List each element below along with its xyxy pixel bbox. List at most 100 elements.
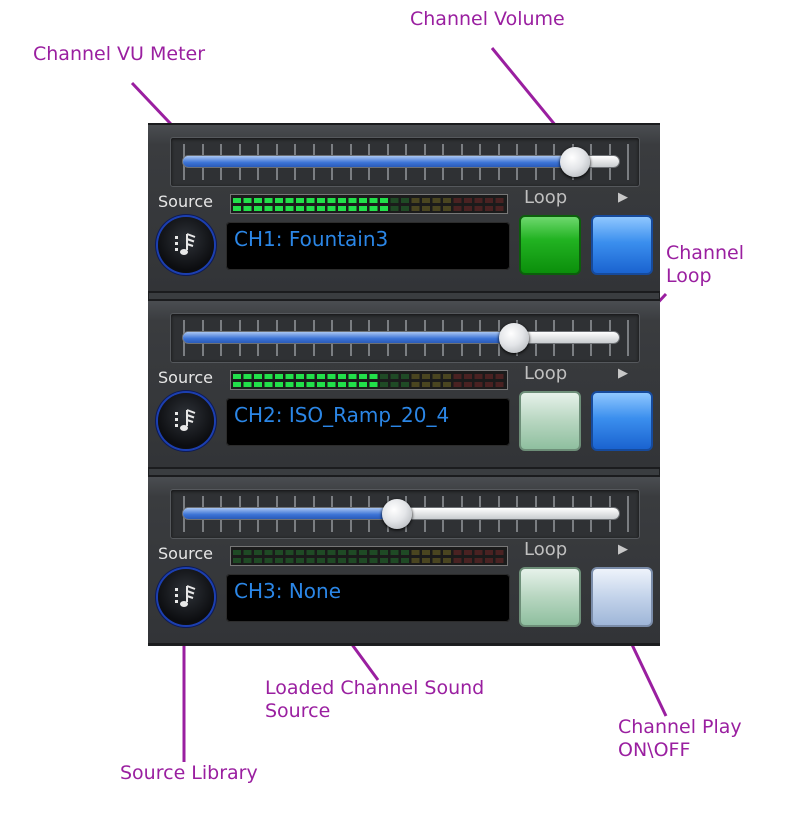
source-library-button[interactable] [158,217,214,273]
source-label: Source [158,192,213,211]
vu-segment [401,558,409,563]
vu-segment [327,198,336,203]
vu-segment [369,374,378,379]
vu-segment [285,198,294,203]
vu-segment [411,382,420,387]
vu-segment [348,198,357,203]
vu-segment [306,558,315,563]
volume-slider-3[interactable] [170,489,640,539]
vu-segment [285,558,294,563]
vu-segment [464,198,472,203]
vu-segment [296,198,304,203]
vu-segment [306,550,315,555]
vu-segment [453,198,462,203]
vu-segment [285,550,294,555]
vu-segment [369,198,378,203]
volume-knob[interactable] [499,323,530,353]
vu-segment [233,374,241,379]
vu-segment [285,374,294,379]
vu-segment [296,374,304,379]
vu-segment [495,198,504,203]
vu-segment [422,206,430,211]
vu-segment [338,558,346,563]
vu-segment [495,550,504,555]
vu-segment [422,550,430,555]
vu-segment [359,198,367,203]
vu-segment [411,374,420,379]
vu-segment [296,550,304,555]
vu-segment [401,382,409,387]
vu-segment [474,198,483,203]
vu-segment [411,198,420,203]
vu-segment [243,374,252,379]
vu-segment [464,206,472,211]
annotation-source-library: Source Library [120,762,258,784]
volume-knob[interactable] [560,147,591,177]
mixer-panel: Source CH1: Fountain3 Loop ▶ Source [148,123,660,646]
vu-segment [306,382,315,387]
slider-rail [183,323,619,353]
channel-name: CH1: Fountain3 [234,227,389,251]
vu-segment [390,206,399,211]
vu-segment [327,550,336,555]
volume-slider-1[interactable] [170,137,640,187]
vu-segment [243,558,252,563]
vu-segment [443,550,451,555]
vu-segment [327,206,336,211]
vu-segment [474,550,483,555]
vu-segment [422,558,430,563]
vu-segment [411,550,420,555]
slider-fill [183,156,576,167]
vu-segment [359,206,367,211]
vu-segment [296,558,304,563]
vu-segment [369,550,378,555]
vu-segment [453,374,462,379]
vu-segment [390,198,399,203]
source-library-button[interactable] [158,569,214,625]
channel-name-box-2: CH2: ISO_Ramp_20_4 [226,398,510,446]
volume-knob[interactable] [381,499,412,529]
slider-rail [183,499,619,529]
channel-name: CH3: None [234,579,342,603]
vu-segment [338,206,346,211]
vu-segment [390,550,399,555]
loop-button-1[interactable] [519,215,581,275]
vu-segment [401,550,409,555]
volume-slider-2[interactable] [170,313,640,363]
vu-segment [296,206,304,211]
play-button-1[interactable] [591,215,653,275]
vu-segment [453,550,462,555]
vu-segment [338,550,346,555]
play-button-3[interactable] [591,567,653,627]
channel-strip-1: Source CH1: Fountain3 Loop ▶ [148,123,660,293]
play-button-2[interactable] [591,391,653,451]
vu-segment [338,382,346,387]
slider-tick [627,144,629,180]
vu-segment [369,382,378,387]
channel-name-box-3: CH3: None [226,574,510,622]
vu-segment [443,374,451,379]
vu-segment [359,558,367,563]
vu-segment [495,374,504,379]
vu-segment [432,558,441,563]
vu-segment [243,206,252,211]
vu-segment [233,382,241,387]
source-library-button[interactable] [158,393,214,449]
channel-strip-2: Source CH2: ISO_Ramp_20_4 Loop ▶ [148,299,660,469]
channel-strip-3: Source CH3: None Loop ▶ [148,475,660,645]
vu-segment [380,558,388,563]
vu-segment [327,382,336,387]
vu-segment [485,198,493,203]
vu-segment [474,374,483,379]
vu-segment [380,374,388,379]
slider-fill [183,332,515,343]
slider-rail [183,147,619,177]
vu-segment [359,382,367,387]
vu-segment [464,558,472,563]
loop-button-2[interactable] [519,391,581,451]
loop-button-3[interactable] [519,567,581,627]
vu-segment [369,558,378,563]
vu-segment [474,558,483,563]
vu-segment [474,382,483,387]
vu-segment [485,382,493,387]
